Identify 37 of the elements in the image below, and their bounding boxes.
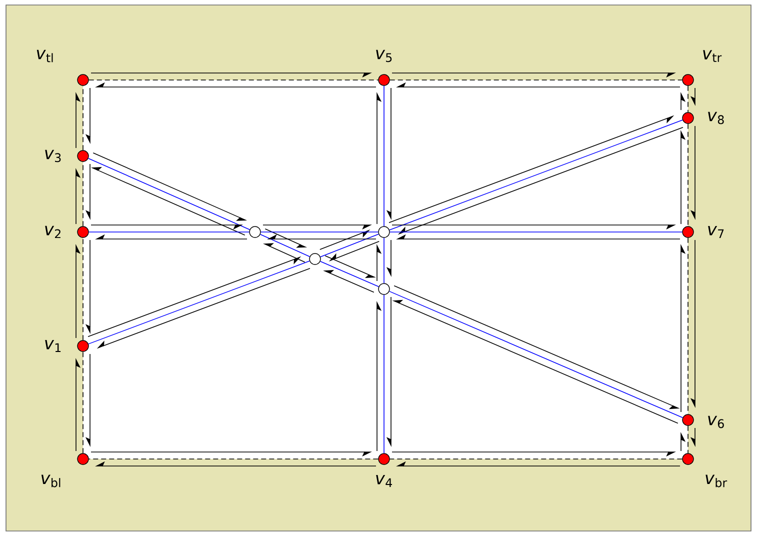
edge-line: [320, 260, 380, 288]
vertex-dot: [682, 453, 694, 465]
vertex-dot: [682, 74, 694, 86]
edge-line: [260, 234, 310, 257]
vertex-label: v$_{4}$: [376, 475, 392, 487]
edge-line: [82, 351, 84, 454]
vertex-dot: [77, 340, 89, 352]
edge-line: [82, 237, 84, 341]
vertex-dot: [682, 414, 694, 426]
vertex-label: v$_{7}$: [708, 226, 724, 238]
intersection-dot: [309, 253, 321, 265]
edge-line: [88, 158, 250, 230]
edge-line: [389, 458, 683, 460]
vertex-label: v$_{6}$: [708, 416, 724, 428]
intersection-dot: [378, 283, 390, 295]
vertex-label: v$_{3}$: [45, 150, 61, 162]
vertex-dot: [378, 453, 390, 465]
edge-line: [320, 234, 379, 258]
intersection-dot: [378, 226, 390, 238]
edge-line: [88, 260, 310, 344]
edge-line: [88, 458, 379, 460]
vertex-label: v$_{8}$: [708, 112, 724, 124]
vertex-dot: [77, 74, 89, 86]
vertex-dot: [77, 150, 89, 162]
vertex-dot: [682, 226, 694, 238]
vertex-label: v$_{tr}$: [703, 50, 722, 62]
vertex-dot: [77, 226, 89, 238]
vertex-label: v$_{5}$: [376, 50, 392, 62]
vertex-label: v$_{br}$: [706, 474, 728, 488]
vertex-dot: [77, 453, 89, 465]
vertex-label: v$_{tl}$: [36, 50, 53, 62]
vertex-label: v$_{bl}$: [41, 474, 60, 488]
vertex-dot: [682, 112, 694, 124]
vertex-label: v$_{2}$: [45, 226, 60, 238]
vertex-dot: [378, 74, 390, 86]
intersection-dot: [249, 226, 261, 238]
vertex-label: v$_{1}$: [45, 340, 61, 352]
